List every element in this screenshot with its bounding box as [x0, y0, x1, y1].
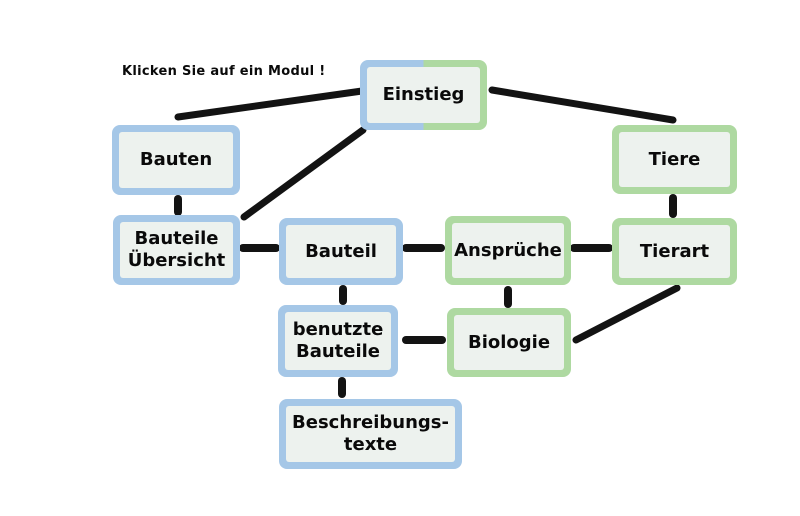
node-bauteil[interactable]: Bauteil	[279, 218, 403, 285]
node-beschreibungstexte[interactable]: Beschreibungs- texte	[279, 399, 462, 469]
node-benutzte-bauteile-body: benutzte Bauteile	[285, 312, 391, 370]
node-tiere-body: Tiere	[619, 132, 730, 187]
node-tiere[interactable]: Tiere	[612, 125, 737, 194]
node-benutzte-bauteile[interactable]: benutzte Bauteile	[278, 305, 398, 377]
node-bauteil-label: Bauteil	[305, 240, 377, 262]
connector-einstieg-tiere	[488, 86, 677, 124]
node-biologie[interactable]: Biologie	[447, 308, 571, 377]
node-ansprueche-label: Ansprüche	[454, 239, 562, 261]
node-tierart[interactable]: Tierart	[612, 218, 737, 285]
node-biologie-body: Biologie	[454, 315, 564, 370]
node-biologie-label: Biologie	[467, 331, 551, 353]
node-einstieg[interactable]: Einstieg	[360, 60, 487, 130]
connector-einstieg-bauteile-uebersicht	[240, 126, 367, 221]
node-bauten-body: Bauten	[119, 132, 233, 188]
node-bauteile-uebersicht-body: Bauteile Übersicht	[120, 222, 233, 278]
node-einstieg-body: Einstieg	[367, 67, 480, 123]
node-ansprueche[interactable]: Ansprüche	[445, 216, 571, 285]
node-beschreibungstexte-label: Beschreibungs- texte	[292, 412, 449, 455]
node-tiere-label: Tiere	[648, 148, 701, 170]
node-tierart-body: Tierart	[619, 225, 730, 278]
node-ansprueche-body: Ansprüche	[452, 223, 564, 278]
connector-tierart-biologie	[572, 284, 681, 344]
node-tierart-label: Tierart	[639, 240, 710, 262]
node-beschreibungstexte-body: Beschreibungs- texte	[286, 406, 455, 462]
connector-bauten-einstieg	[174, 87, 366, 121]
node-einstieg-label: Einstieg	[382, 84, 465, 106]
node-bauteile-uebersicht-label: Bauteile Übersicht	[127, 228, 226, 271]
node-benutzte-bauteile-label: benutzte Bauteile	[292, 319, 384, 362]
instruction-text: Klicken Sie auf ein Modul !	[122, 64, 326, 79]
node-bauteile-uebersicht[interactable]: Bauteile Übersicht	[113, 215, 240, 285]
node-bauten[interactable]: Bauten	[112, 125, 240, 195]
node-bauten-label: Bauten	[139, 149, 213, 171]
node-bauteil-body: Bauteil	[286, 225, 396, 278]
